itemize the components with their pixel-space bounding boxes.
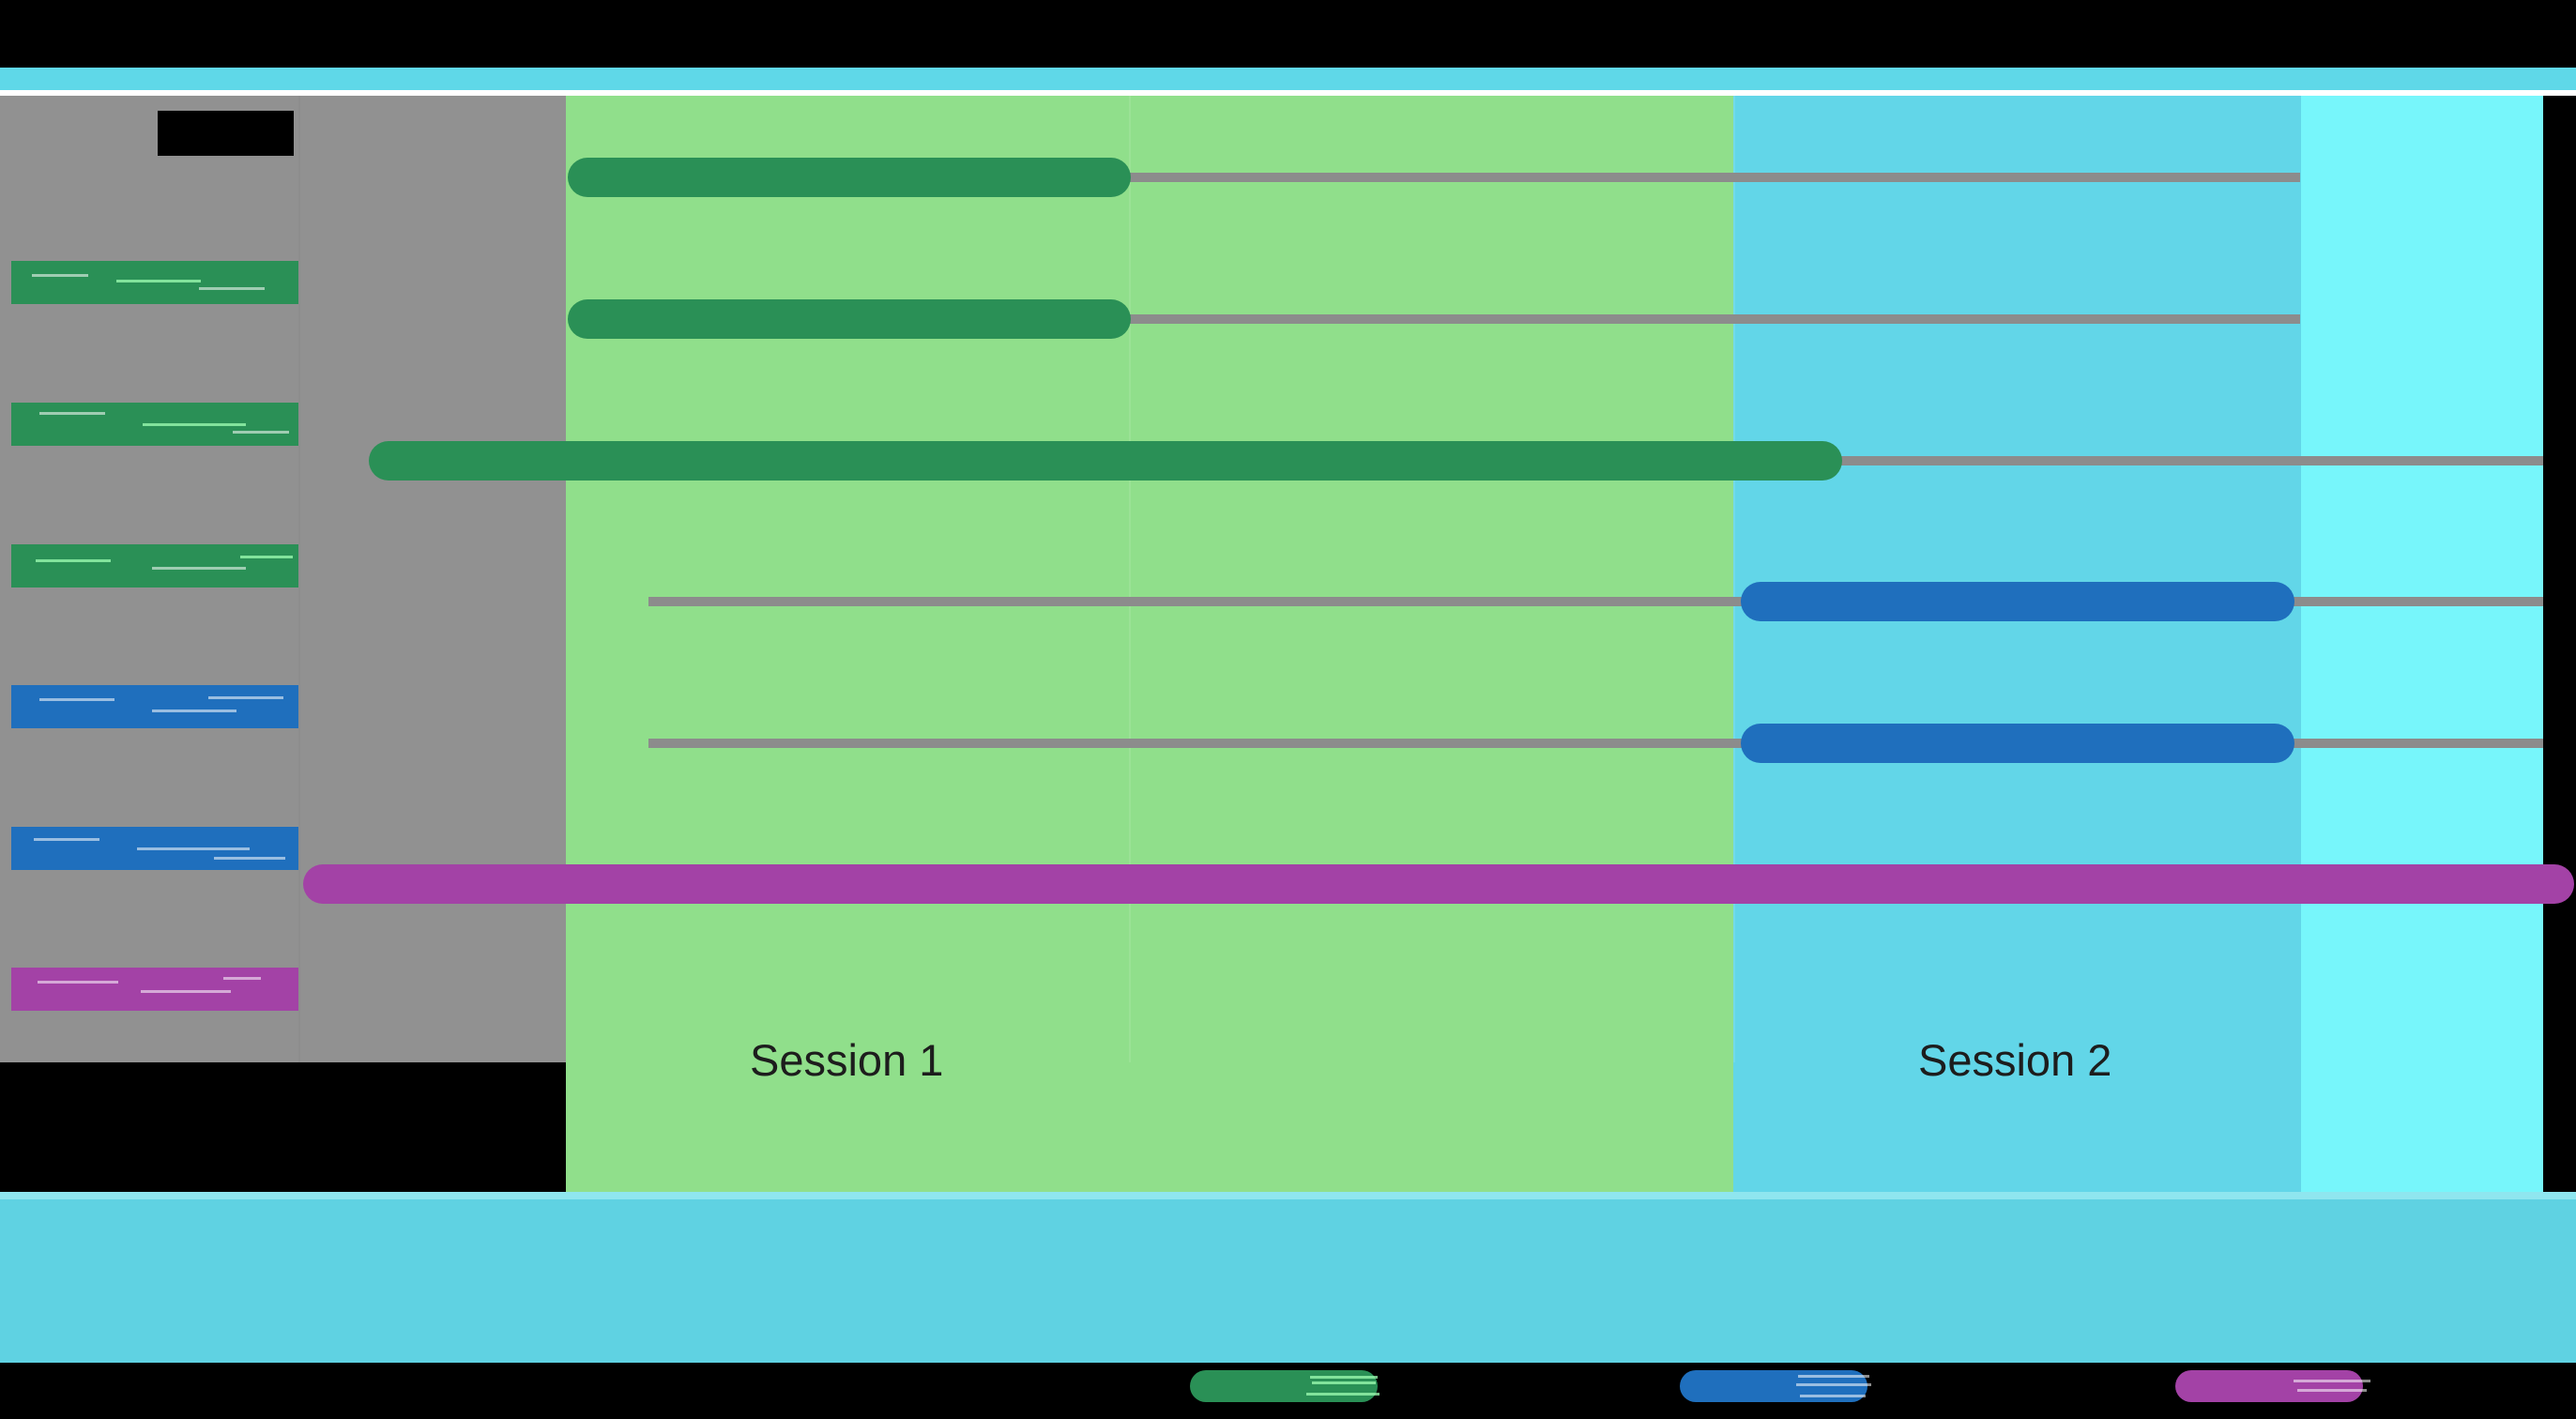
footer-band (0, 1199, 2576, 1368)
gridline-vertical (1733, 96, 1735, 1062)
row-label-3 (11, 544, 298, 587)
session-band-1 (566, 96, 1733, 1192)
gridline-vertical (1129, 96, 1131, 1062)
row-label-2 (11, 403, 298, 446)
timeline-bar-6[interactable] (303, 864, 2574, 904)
row-label-6 (11, 968, 298, 1011)
row-label-5 (11, 827, 298, 870)
top-ruler-strip (0, 68, 2576, 90)
row-baseline-5 (648, 739, 2543, 748)
footer-separator (0, 1192, 2576, 1199)
legend-swatch-2[interactable] (1680, 1370, 1871, 1402)
timeline-bar-2[interactable] (568, 299, 1131, 339)
top-ruler-separator (0, 90, 2576, 96)
row-baseline-2 (648, 314, 2300, 324)
legend-swatch-1[interactable] (1190, 1370, 1379, 1402)
row-label-1 (11, 261, 298, 304)
timeline-bar-4[interactable] (1741, 582, 2294, 621)
session-label-1: Session 1 (750, 1035, 944, 1085)
legend (0, 1363, 2576, 1419)
page-title (158, 111, 294, 156)
plot-area: Session 1 Session 2 (303, 96, 2574, 1192)
row-baseline-4 (648, 597, 2543, 606)
gutter-divider (298, 96, 300, 1062)
timeline-bar-1[interactable] (568, 158, 1131, 197)
session-band-2 (1733, 96, 2301, 1192)
legend-swatch-3[interactable] (2175, 1370, 2370, 1402)
row-baseline-1 (648, 173, 2300, 182)
session-label-2: Session 2 (1918, 1035, 2112, 1085)
timeline-bar-5[interactable] (1741, 724, 2294, 763)
session-band-3 (2301, 96, 2543, 1192)
row-label-4 (11, 685, 298, 728)
timeline-bar-3[interactable] (369, 441, 1842, 481)
